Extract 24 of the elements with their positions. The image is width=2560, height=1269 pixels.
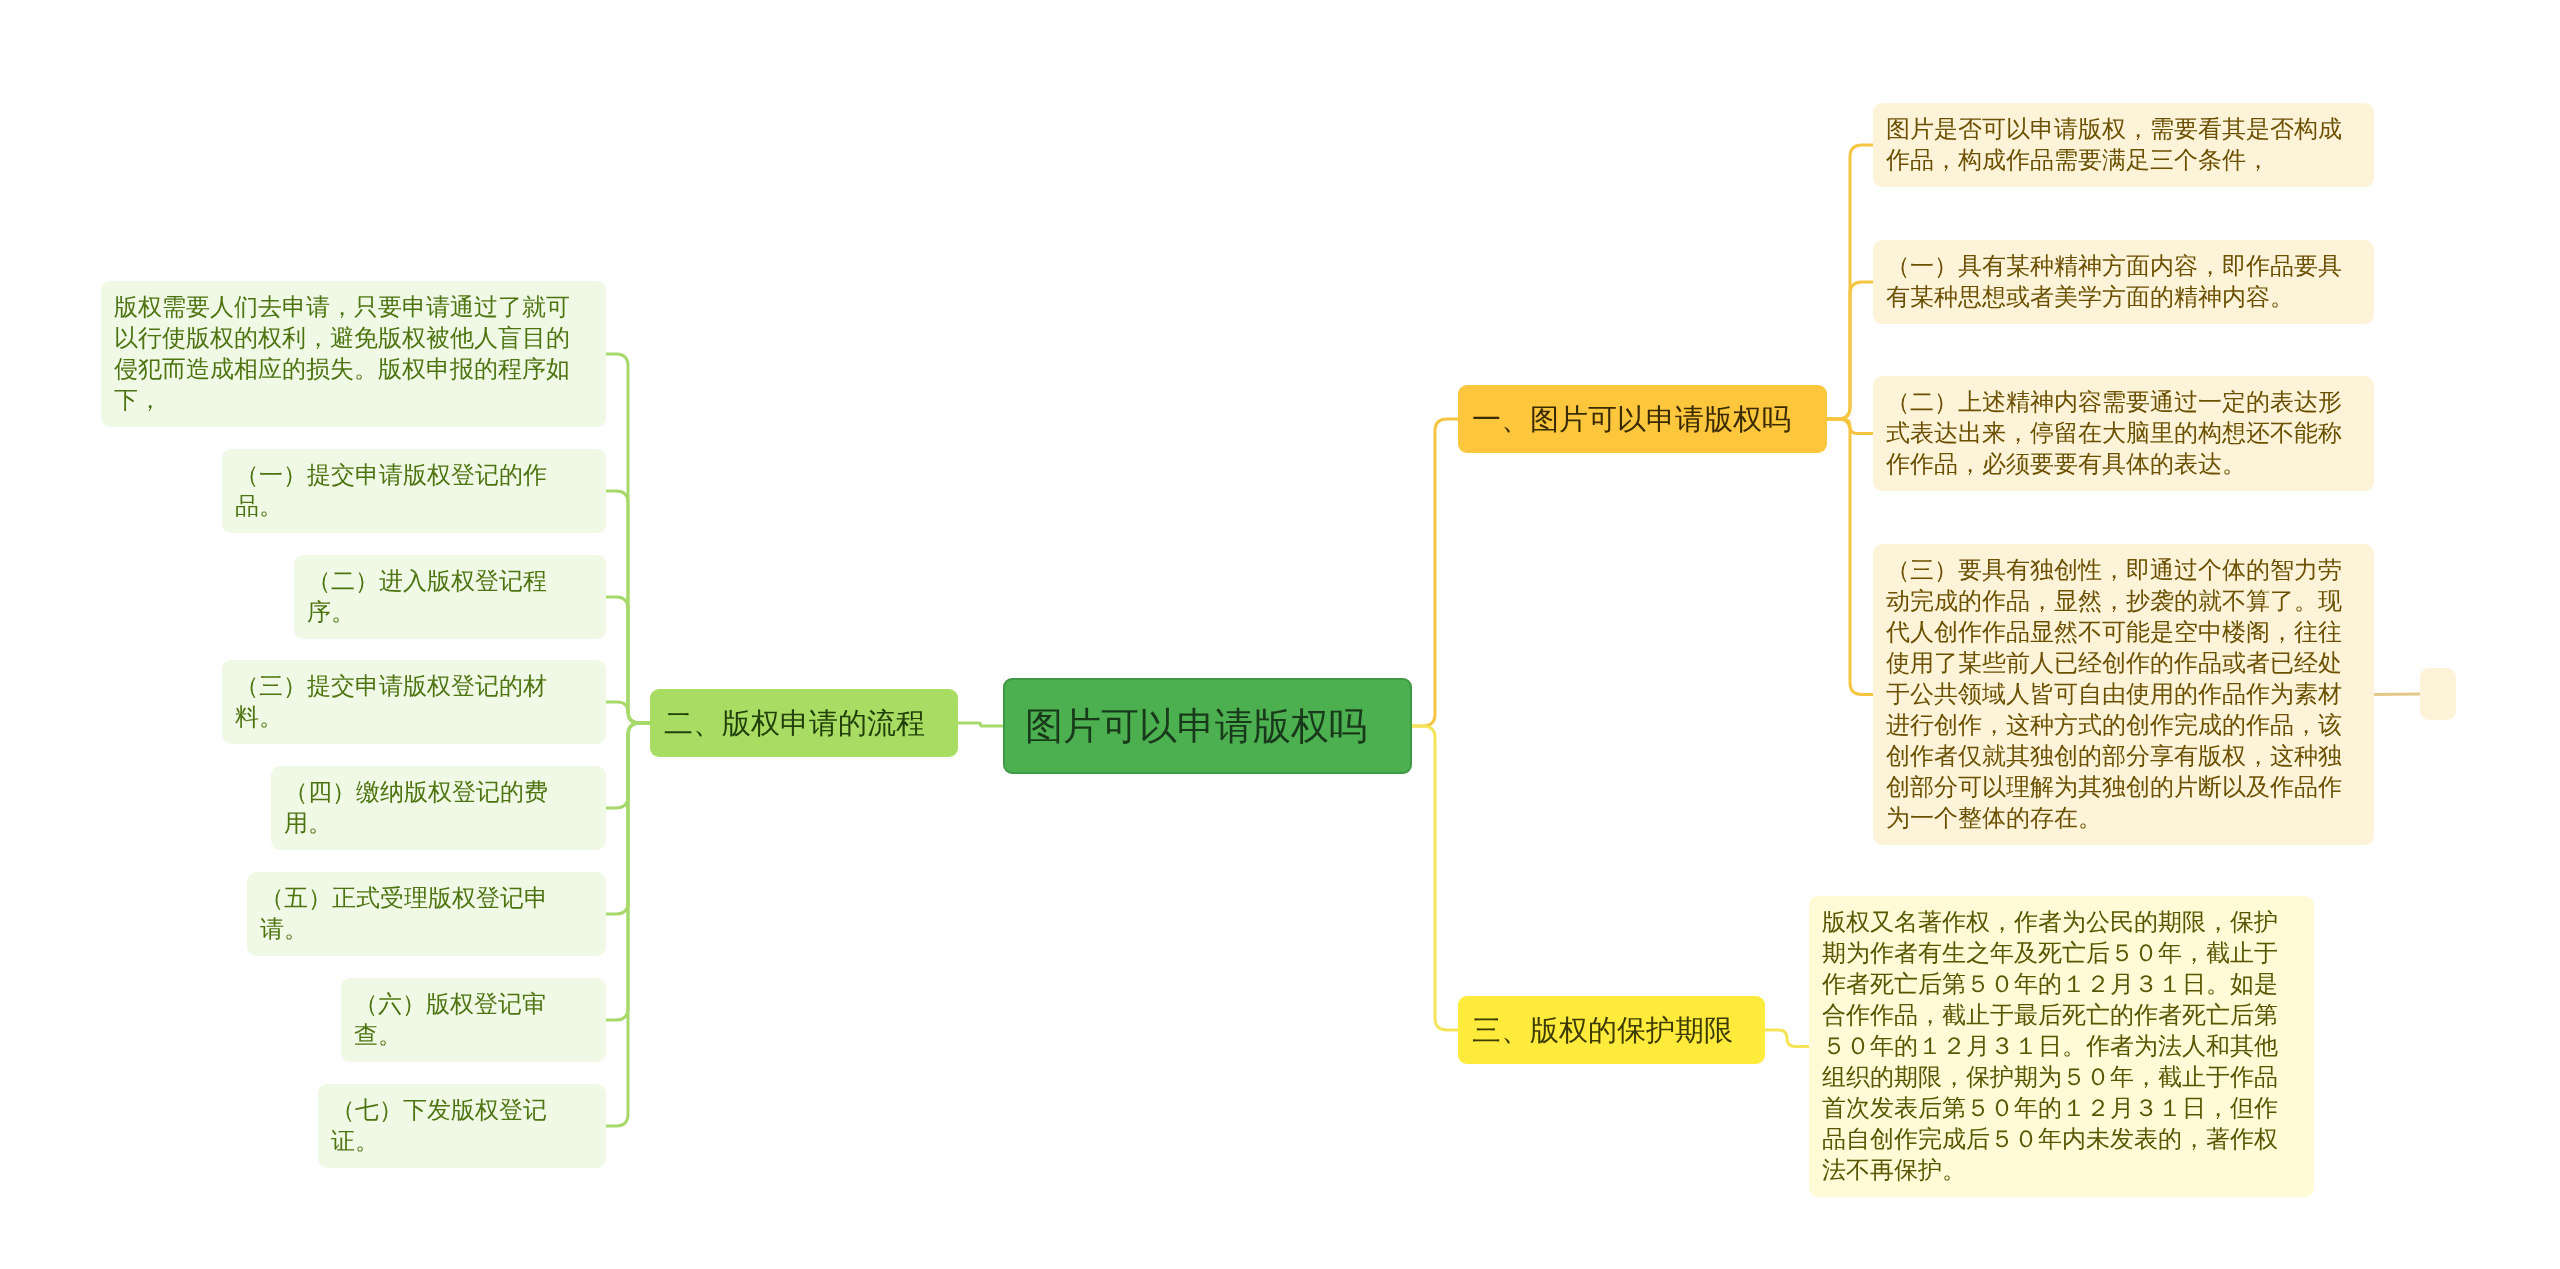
subtopic-card: （三）提交申请版权登记的材料。 bbox=[222, 660, 606, 744]
subtopic-card: （五）正式受理版权登记申请。 bbox=[247, 872, 606, 956]
subtopic-card: （二）进入版权登记程序。 bbox=[294, 555, 606, 639]
subtopic-card: （一）具有某种精神方面内容，即作品要具有某种思想或者美学方面的精神内容。 bbox=[1873, 240, 2374, 324]
branch-topic: 三、版权的保护期限 bbox=[1458, 996, 1765, 1064]
subtopic-card: （二）上述精神内容需要通过一定的表达形式表达出来，停留在大脑里的构想还不能称作作品，必须要要有具体的表达。 bbox=[1873, 376, 2374, 491]
subtopic-card: （四）缴纳版权登记的费用。 bbox=[271, 766, 606, 850]
empty-topic bbox=[2420, 668, 2456, 720]
branch-topic: 二、版权申请的流程 bbox=[650, 689, 958, 757]
subtopic-card: （三）要具有独创性，即通过个体的智力劳动完成的作品，显然，抄袭的就不算了。现代人创作作品显然不可能是空中楼阁，往往使用了某些前人已经创作的作品或者已经处于公共领域人皆可自由使用的作品作为素材进行创作，这种方式的创作完成的作品，该创作者仅就其独创的部分享有版权，这种独创部分可以理解为其独创的片断以及作品作为一个整体的存在。 bbox=[1873, 544, 2374, 845]
connector-line bbox=[1412, 724, 1458, 1032]
subtopic-card: （六）版权登记审查。 bbox=[341, 978, 606, 1062]
subtopic-card: 版权又名著作权，作者为公民的期限，保护期为作者有生之年及死亡后５０年，截止于作者死亡后第５０年的１２月３１日。如是合作作品，截止于最后死亡的作者死亡后第５０年的１２月３１日。作者为法人和其他组织的期限，保护期为５０年，截止于作品首次发表后第５０年的１２月３１日，但作品自创作完成后５０年内未发表的，著作权法不再保护。 bbox=[1809, 896, 2314, 1197]
subtopic-card: （七）下发版权登记证。 bbox=[318, 1084, 606, 1168]
branch-topic: 一、图片可以申请版权吗 bbox=[1458, 385, 1827, 453]
connector-line bbox=[1827, 417, 1873, 696]
connector-line bbox=[1765, 1028, 1809, 1048]
root-topic: 图片可以申请版权吗 bbox=[1003, 678, 1412, 774]
connector-line bbox=[606, 721, 650, 1128]
subtopic-card: （一）提交申请版权登记的作品。 bbox=[222, 449, 606, 533]
subtopic-card: 版权需要人们去申请，只要申请通过了就可以行使版权的权利，避免版权被他人盲目的侵犯而造成相应的损失。版权申报的程序如下， bbox=[101, 281, 606, 427]
connector-line bbox=[958, 721, 1003, 728]
connector-line bbox=[2374, 692, 2420, 696]
subtopic-card: 图片是否可以申请版权，需要看其是否构成作品，构成作品需要满足三个条件， bbox=[1873, 103, 2374, 187]
